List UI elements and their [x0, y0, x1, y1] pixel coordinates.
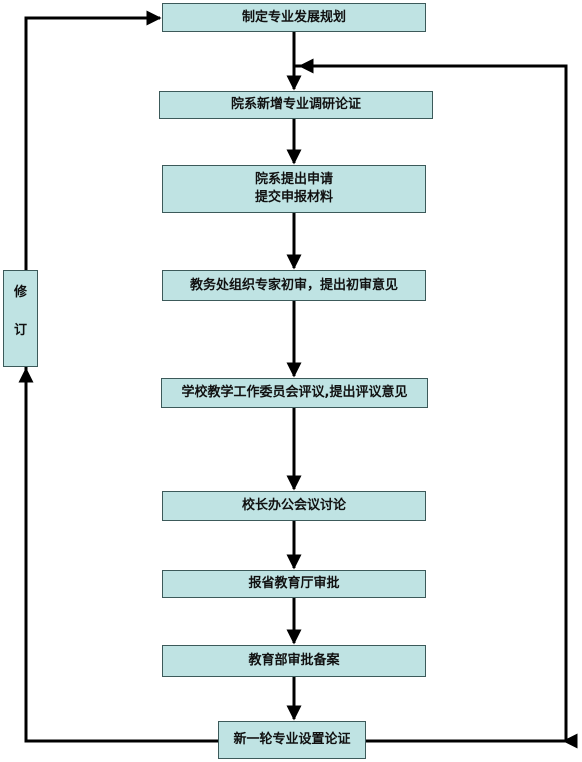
step-preliminary-review: 教务处组织专家初审，提出初审意见	[162, 270, 426, 301]
step-province-approval: 报省教育厅审批	[162, 570, 426, 598]
loop-left-top-line	[24, 10, 162, 270]
step-make-plan: 制定专业发展规划	[162, 3, 426, 32]
step-president-meeting: 校长办公会议讨论	[162, 491, 426, 521]
step-committee-review: 学校教学工作委员会评议,提出评议意见	[161, 378, 428, 408]
revise-char-1: 修	[13, 285, 27, 300]
step-apply-submit: 院系提出申请提交申报材料	[162, 165, 426, 213]
loop-right-line	[294, 64, 568, 743]
step-research-demonstration: 院系新增专业调研论证	[159, 91, 433, 119]
revise-box: 修 订	[3, 270, 38, 367]
revise-char-2: 订	[13, 323, 27, 338]
step-ministry-filing: 教育部审批备案	[162, 645, 426, 677]
loop-left-bottom-line	[24, 367, 218, 743]
step-new-round: 新一轮专业设置论证	[218, 721, 366, 759]
